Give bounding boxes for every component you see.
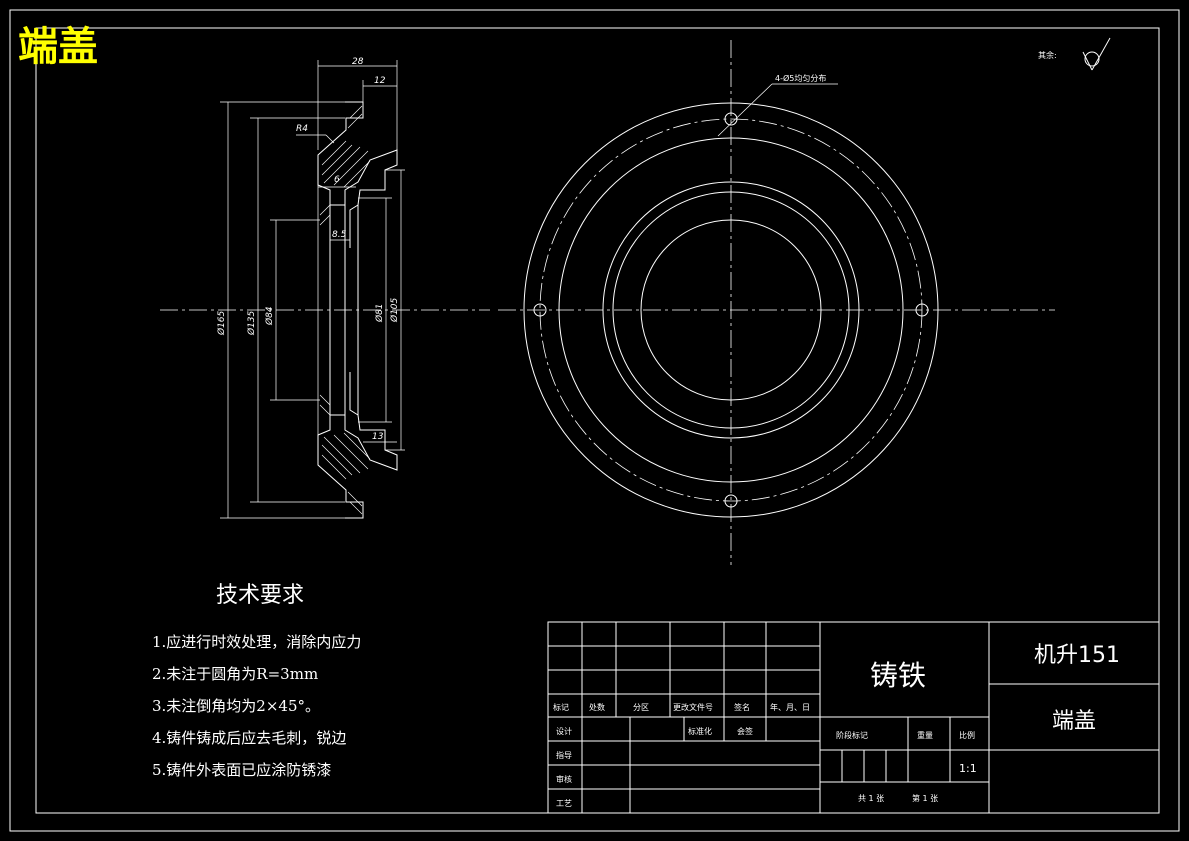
- requirements: 技术要求 1.应进行时效处理，消除内应力 2.未注于圆角为R=3mm 3.未注倒…: [152, 583, 361, 779]
- outer-circle: [523, 102, 939, 518]
- tb-weight: 重量: [917, 730, 933, 740]
- title-block: 标记 处数 分区 更改文件号 签名 年、月、日 设计 指导 审核 工艺 标准化 …: [547, 621, 1160, 814]
- hatch-lower: [319, 394, 371, 515]
- tb-header-sign: 签名: [734, 702, 750, 712]
- tb-part-name: 端盖: [1052, 709, 1096, 734]
- requirement-1: 1.应进行时效处理，消除内应力: [152, 633, 361, 651]
- tb-sheet-no: 第 1 张: [912, 793, 938, 803]
- tb-header-date: 年、月、日: [770, 702, 810, 712]
- requirement-4: 4.铸件铸成后应去毛刺，锐边: [152, 729, 346, 747]
- tb-row-design: 设计: [556, 726, 572, 736]
- dim-width-hub: 13: [372, 432, 384, 442]
- tb-header-count: 处数: [589, 702, 605, 712]
- tb-standardize: 标准化: [688, 726, 712, 736]
- bolt-hole-bottom: [724, 494, 738, 508]
- tb-stage-mark: 阶段标记: [836, 730, 868, 740]
- tb-row-guide: 指导: [556, 750, 572, 760]
- inner-frame: [35, 27, 1160, 814]
- hole-note: 4-Ø5均匀分布: [775, 73, 826, 83]
- dim-d84: Ø84: [264, 306, 275, 326]
- tb-row-review: 审核: [556, 774, 572, 784]
- dim-groove-width: 6: [334, 175, 340, 185]
- roughness-symbol: [1082, 37, 1111, 71]
- outer-frame: [9, 9, 1180, 832]
- dim-d135: Ø135: [246, 310, 257, 336]
- bore-circle: [640, 219, 822, 401]
- tb-header-mark: 标记: [553, 702, 569, 712]
- tb-header-docno: 更改文件号: [673, 702, 713, 712]
- dim-d105: Ø105: [389, 297, 400, 323]
- requirement-3: 3.未注倒角均为2×45°。: [152, 697, 320, 715]
- tb-sheet-total: 共 1 张: [858, 794, 884, 803]
- roughness-note: 其余:: [1038, 50, 1057, 60]
- requirement-2: 2.未注于圆角为R=3mm: [152, 665, 318, 683]
- dim-width-flange: 12: [374, 76, 386, 86]
- tb-row-process: 工艺: [556, 799, 572, 808]
- bolt-circle: [539, 118, 923, 502]
- dim-d81: Ø81: [374, 303, 385, 323]
- tb-drawing-no: 机升151: [1034, 643, 1120, 668]
- bolt-hole-right: [915, 303, 929, 317]
- requirements-heading: 技术要求: [216, 583, 304, 608]
- tb-scale-value: 1:1: [959, 762, 977, 775]
- bolt-hole-top: [724, 112, 738, 126]
- requirement-5: 5.铸件外表面已应涂防锈漆: [152, 761, 331, 779]
- tb-material: 铸铁: [870, 659, 926, 692]
- dim-groove-depth: 8.5: [332, 230, 347, 240]
- drawing-title: 端盖: [18, 23, 98, 70]
- hatch-upper: [319, 105, 371, 226]
- tb-header-zone: 分区: [633, 703, 649, 712]
- front-view: 4-Ø5均匀分布: [498, 40, 1055, 565]
- section-view: 28 12 R4 6 8.5 13 Ø165 Ø135 Ø84 Ø81 Ø105: [160, 57, 490, 519]
- tb-countersign: 会签: [737, 726, 753, 736]
- dim-width-total: 28: [352, 57, 364, 67]
- dim-d165: Ø165: [216, 310, 227, 336]
- bolt-hole-left: [533, 303, 547, 317]
- dim-radius: R4: [296, 124, 308, 134]
- tb-scale-label: 比例: [959, 730, 975, 740]
